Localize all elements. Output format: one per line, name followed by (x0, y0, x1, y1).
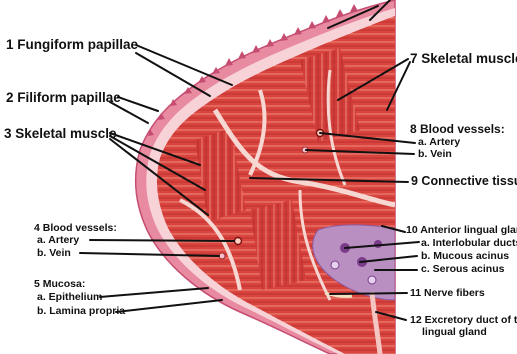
label-filiform-papillae: 2 Filiform papillae (6, 90, 121, 105)
label-epithelium: a. Epithelium (37, 291, 102, 303)
label-connective-tissue: 9 Connective tissue (411, 174, 517, 188)
artery-left (235, 238, 242, 245)
label-fungiform-papillae: 1 Fungiform papillae (6, 37, 138, 52)
label-serous-acinus: c. Serous acinus (421, 263, 504, 275)
label-blood-vessels-right: 8 Blood vessels: (410, 122, 505, 136)
label-skeletal-muscle-left: 3 Skeletal muscle (4, 126, 117, 141)
label-mucous-acinus: b. Mucous acinus (421, 250, 509, 262)
label-blood-vessels-left: 4 Blood vessels: (34, 222, 117, 234)
label-artery-left: a. Artery (37, 234, 79, 246)
label-artery-right: a. Artery (418, 136, 460, 148)
label-interlobular-ducts: a. Interlobular ducts (421, 237, 517, 249)
label-nerve-fibers: 11 Nerve fibers (410, 287, 485, 299)
label-lamina-propria: b. Lamina propria (37, 305, 125, 317)
label-vein-left: b. Vein (37, 247, 71, 259)
label-lingual-gland: lingual gland (422, 326, 487, 338)
label-mucosa: 5 Mucosa: (34, 278, 85, 290)
label-skeletal-muscle-right: 7 Skeletal muscle (410, 51, 517, 66)
label-excretory-duct: 12 Excretory duct of the (410, 314, 517, 326)
label-anterior-lingual-gland: 10 Anterior lingual gland: (406, 224, 517, 236)
label-vein-right: b. Vein (418, 148, 452, 160)
